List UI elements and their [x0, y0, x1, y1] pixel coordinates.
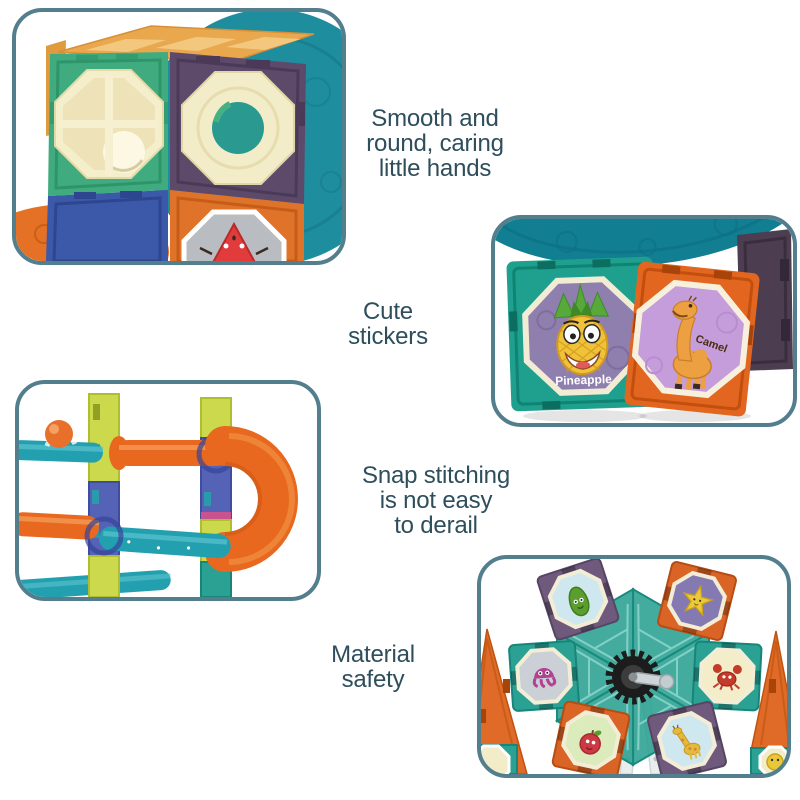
photo-panel-smooth-round [12, 8, 346, 265]
blue-tile [46, 190, 168, 261]
camel-icon [672, 295, 712, 390]
camel-sticker-octagon [631, 279, 751, 399]
crab-sticker-tile [691, 640, 763, 712]
ball-inside [103, 131, 145, 173]
watermelon-icon [199, 221, 269, 261]
pineapple-label: Pineapple [555, 372, 612, 388]
center-gear [605, 649, 675, 705]
octopus-sticker-tile [508, 640, 580, 712]
purple-tile-octagon-ring [170, 52, 306, 204]
crank-handle [632, 671, 675, 690]
avocado-icon [568, 586, 590, 617]
teal-plate [495, 219, 793, 267]
tube-ring [84, 516, 124, 556]
teal-tile-pineapple: Pineapple [506, 256, 658, 412]
photo-panel-cute-stickers: Pineapple [491, 215, 797, 427]
caption-smooth-round: Smooth and round, caring little hands [366, 105, 504, 182]
avocado-sticker-tile [536, 559, 620, 641]
left-orange-cone [481, 628, 528, 774]
octopus-icon [532, 668, 557, 689]
support-column-left [88, 393, 120, 597]
apple-sticker-tile [551, 700, 631, 774]
crab-icon [712, 663, 742, 691]
marble-run-illustration [19, 393, 298, 597]
tile-shadow [523, 410, 647, 422]
u-turn-tube [205, 426, 298, 572]
lower-teal-tube [98, 526, 231, 559]
caption-snap-stitching: Snap stitching is not easy to derail [362, 462, 510, 539]
star-icon [682, 584, 714, 617]
caption-material-safety: Material safety [331, 641, 415, 693]
orange-tile-camel: Camel [624, 261, 760, 417]
photo-panel-ferris-wheel [477, 555, 791, 778]
star-sticker-tile [657, 561, 737, 641]
photo-panel-marble-run [15, 380, 321, 601]
green-tile-octagon-window [48, 52, 168, 196]
orange-tile-watermelon-sticker [170, 190, 304, 261]
giraffe-sticker-tile [647, 701, 727, 774]
tile-cube-illustration [16, 12, 342, 261]
apple-icon [579, 730, 602, 755]
orange-ball [45, 420, 73, 448]
lower-orange-tube [19, 512, 100, 540]
pineapple-icon [553, 283, 610, 376]
sticker-tiles-illustration: Pineapple [495, 219, 793, 422]
ferris-wheel-illustration [481, 559, 787, 774]
caption-cute-stickers: Cute stickers [348, 298, 428, 350]
giraffe-icon [672, 724, 702, 760]
right-orange-cone [750, 630, 787, 774]
